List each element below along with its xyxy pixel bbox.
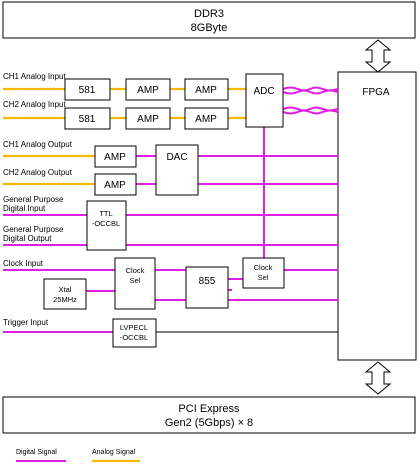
digital-wires xyxy=(3,86,339,333)
clock-input-label: Clock Input xyxy=(3,259,44,268)
pcie-label: PCI Express xyxy=(178,403,240,415)
amp-label: AMP xyxy=(195,114,217,125)
amp-ch2-stage2: AMP xyxy=(184,107,229,130)
ch2-analog-output-label: CH2 Analog Output xyxy=(3,168,73,177)
ch1-analog-output-label: CH1 Analog Output xyxy=(3,140,73,149)
ch2-analog-input-label: CH2 Analog Input xyxy=(3,100,66,109)
ddr3-block: DDR3 8GByte xyxy=(2,1,416,39)
fpga-label: FPGA xyxy=(362,87,390,98)
clock-sel-label: Sel xyxy=(130,276,141,285)
ttl-occbl-block: TTL -OCCBL xyxy=(86,200,127,251)
ch1-analog-input-label: CH1 Analog Input xyxy=(3,72,66,81)
analog-wires xyxy=(3,87,246,186)
ddr3-label: DDR3 xyxy=(194,8,224,20)
adc-label: ADC xyxy=(253,86,274,97)
xtal-freq: 25MHz xyxy=(53,295,77,304)
amp-ch1-stage1: AMP xyxy=(125,78,171,101)
pcie-block: PCI Express Gen2 (5Gbps) × 8 xyxy=(2,396,416,434)
ddr3-size: 8GByte xyxy=(191,22,228,34)
amp-out-ch1: AMP xyxy=(94,145,137,168)
amp-ch1-stage2: AMP xyxy=(184,78,229,101)
xtal-block: Xtal 25MHz xyxy=(43,278,87,310)
gp-digital-input-label: General Purpose xyxy=(3,195,64,204)
fpga-pcie-arrow xyxy=(364,361,392,395)
gp-digital-output-label: General Purpose xyxy=(3,225,64,234)
buffer-label: 581 xyxy=(79,85,96,96)
clock-sel-label: Sel xyxy=(258,273,269,282)
amp-label: AMP xyxy=(137,114,159,125)
legend-analog-label: Analog Signal xyxy=(92,449,136,456)
fpga-block: FPGA xyxy=(337,71,417,361)
amp-label: AMP xyxy=(104,180,126,191)
buffer-581-ch1: 581 xyxy=(64,78,111,101)
amp-label: AMP xyxy=(195,85,217,96)
buffer-581-ch2: 581 xyxy=(64,107,111,130)
gp-digital-input-label-2: Digital Input xyxy=(3,204,46,213)
gp-digital-output-label-2: Digital Output xyxy=(3,234,52,243)
pcie-gen: Gen2 (5Gbps) × 8 xyxy=(165,417,253,429)
xtal-label: Xtal xyxy=(59,285,72,294)
amp-out-ch2: AMP xyxy=(94,173,137,196)
pll-label: 855 xyxy=(199,276,216,287)
clock-sel-right: Clock Sel xyxy=(242,257,285,289)
dac-block: DAC xyxy=(155,144,199,196)
occbl-label: -OCCBL xyxy=(92,219,120,228)
adc-block: ADC xyxy=(245,73,284,128)
buffer-label: 581 xyxy=(79,114,96,125)
legend-digital-label: Digital Signal xyxy=(16,449,57,456)
pll-855-block: 855 xyxy=(185,266,229,309)
legend: Digital Signal Analog Signal xyxy=(16,449,140,463)
clock-sel-left: Clock Sel xyxy=(114,257,156,310)
occbl-label: -OCCBL xyxy=(120,333,148,342)
lvpecl-label: LVPECL xyxy=(120,323,148,332)
ttl-label: TTL xyxy=(99,209,112,218)
signal-labels: CH1 Analog Input CH2 Analog Input CH1 An… xyxy=(3,72,73,327)
amp-label: AMP xyxy=(137,85,159,96)
dac-label: DAC xyxy=(166,152,187,163)
clock-sel-label: Clock xyxy=(126,266,145,275)
amp-label: AMP xyxy=(104,152,126,163)
trigger-input-label: Trigger Input xyxy=(3,318,49,327)
lvpecl-occbl-block: LVPECL -OCCBL xyxy=(112,318,157,348)
amp-ch2-stage1: AMP xyxy=(125,107,171,130)
clock-sel-label: Clock xyxy=(254,263,273,272)
ddr-fpga-arrow xyxy=(364,39,392,73)
